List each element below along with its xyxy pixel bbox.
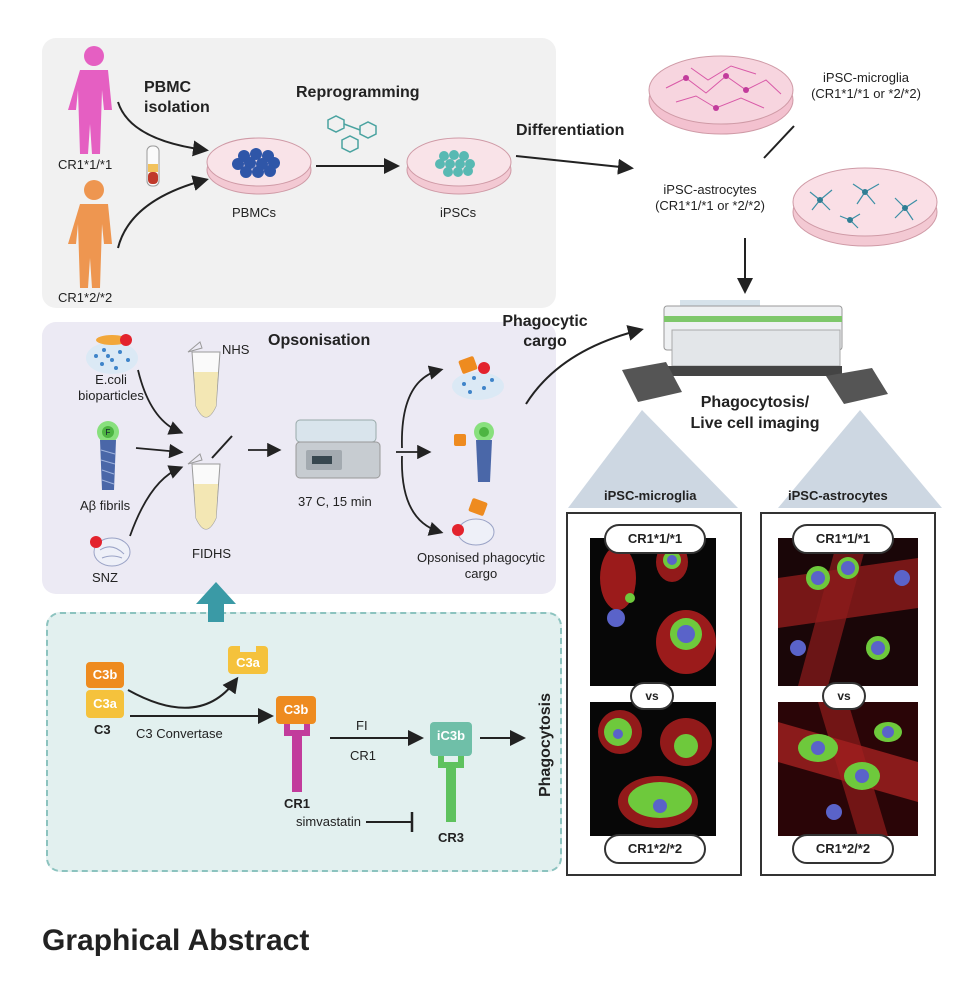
donor-2-figure bbox=[68, 180, 112, 288]
complement-panel bbox=[46, 612, 562, 872]
opsonised-snz-icon bbox=[452, 498, 495, 546]
ic3b-label: iC3b bbox=[436, 728, 466, 743]
astrocytes-title: iPSC-astrocytes bbox=[663, 182, 757, 197]
fidhs-tube-icon bbox=[187, 453, 221, 530]
pbmcs-label: PBMCs bbox=[232, 205, 277, 220]
c3a-label: C3a bbox=[93, 696, 117, 711]
field-cones bbox=[568, 410, 942, 508]
opsonised-cargo-label: Opsonised phagocytic cargo bbox=[417, 550, 545, 581]
donor-1-figure bbox=[68, 46, 112, 154]
microglia-label: iPSC-microglia (CR1*1/*1 or *2/*2) bbox=[786, 70, 946, 102]
snz-label: SNZ bbox=[92, 570, 118, 585]
cr3-label: CR3 bbox=[438, 830, 465, 845]
cr1-receptor-icon bbox=[284, 724, 310, 792]
pbmc-dish-icon bbox=[206, 137, 312, 195]
astrocytes-top-image bbox=[778, 538, 918, 686]
microglia-vs-badge: vs bbox=[630, 682, 674, 710]
c3b-label: C3b bbox=[92, 667, 118, 682]
ipscs-label: iPSCs bbox=[440, 205, 477, 220]
microglia-bottom-image bbox=[590, 702, 716, 836]
phagocytosis-vertical-label: Phagocytosis bbox=[537, 692, 555, 798]
opsonised-abeta-icon bbox=[454, 422, 494, 482]
cr3-receptor-icon bbox=[438, 756, 464, 822]
fi-label: FI bbox=[356, 718, 368, 733]
water-bath-icon bbox=[295, 419, 381, 479]
c3a-released-label: C3a bbox=[236, 655, 260, 670]
astrocytes-genotypes: (CR1*1/*1 or *2/*2) bbox=[655, 198, 765, 213]
abeta-label: Aβ fibrils bbox=[80, 498, 131, 513]
astrocytes-label: iPSC-astrocytes (CR1*1/*1 or *2/*2) bbox=[630, 182, 790, 214]
astrocytes-bottom-image bbox=[778, 702, 918, 836]
up-arrow-icon bbox=[196, 582, 236, 622]
figure-title: Graphical Abstract bbox=[42, 924, 310, 957]
pbmc-isolation-label: PBMC isolation bbox=[144, 79, 210, 116]
phagocytic-cargo-label: Phagocytic cargo bbox=[502, 313, 588, 350]
donor-2-label: CR1*2/*2 bbox=[58, 290, 113, 305]
snz-icon bbox=[90, 536, 131, 567]
abeta-fibrils-icon: F bbox=[97, 421, 119, 490]
microglia-top-genotype: CR1*1/*1 bbox=[604, 524, 706, 554]
c3b-bound-box: C3b bbox=[276, 696, 316, 724]
c3b-box: C3b bbox=[86, 662, 124, 688]
ipsc-dish-icon bbox=[406, 137, 512, 195]
microglia-dish-icon bbox=[648, 55, 794, 135]
c3a-box: C3a bbox=[86, 690, 124, 718]
microglia-title: iPSC-microglia bbox=[823, 70, 909, 85]
cr1-label: CR1 bbox=[284, 796, 311, 811]
microglia-top-image bbox=[590, 538, 716, 686]
differentiation-label: Differentiation bbox=[516, 122, 625, 139]
c3a-notch bbox=[240, 640, 256, 652]
astrocytes-bottom-genotype: CR1*2/*2 bbox=[792, 834, 894, 864]
c3-label: C3 bbox=[94, 722, 111, 737]
imaging-instrument-icon bbox=[622, 300, 888, 404]
ic3b-box: iC3b bbox=[430, 722, 472, 756]
ecoli-label: E.coli bioparticles bbox=[78, 372, 144, 403]
astrocytes-dish-icon bbox=[792, 167, 938, 247]
opsonisation-title: Opsonisation bbox=[268, 332, 371, 349]
nhs-tube-icon bbox=[187, 341, 221, 418]
c3b-bound-label: C3b bbox=[283, 702, 309, 717]
c3-convertase-label: C3 Convertase bbox=[136, 726, 223, 741]
donor-1-label: CR1*1/*1 bbox=[58, 157, 113, 172]
blood-tube-icon bbox=[146, 145, 160, 187]
astrocytes-vs-badge: vs bbox=[822, 682, 866, 710]
incubation-label: 37 C, 15 min bbox=[298, 494, 372, 509]
cr1-cofactor-label: CR1 bbox=[350, 748, 377, 763]
nhs-label: NHS bbox=[222, 342, 250, 357]
svg-text:F: F bbox=[106, 428, 111, 437]
opsonised-ecoli-icon bbox=[452, 356, 504, 400]
astrocytes-top-genotype: CR1*1/*1 bbox=[792, 524, 894, 554]
astrocytes-header: iPSC-astrocytes bbox=[788, 488, 888, 503]
reprogramming-molecules-icon bbox=[327, 115, 377, 153]
ecoli-bioparticles-icon bbox=[86, 334, 138, 374]
microglia-header: iPSC-microglia bbox=[604, 488, 697, 503]
fidhs-label: FIDHS bbox=[192, 546, 231, 561]
microglia-genotypes: (CR1*1/*1 or *2/*2) bbox=[811, 86, 921, 101]
divider-slash bbox=[763, 125, 795, 159]
reprogramming-label: Reprogramming bbox=[296, 84, 420, 101]
simvastatin-label: simvastatin bbox=[296, 814, 362, 829]
instrument-label: Phagocytosis/ Live cell imaging bbox=[690, 394, 820, 432]
microglia-bottom-genotype: CR1*2/*2 bbox=[604, 834, 706, 864]
